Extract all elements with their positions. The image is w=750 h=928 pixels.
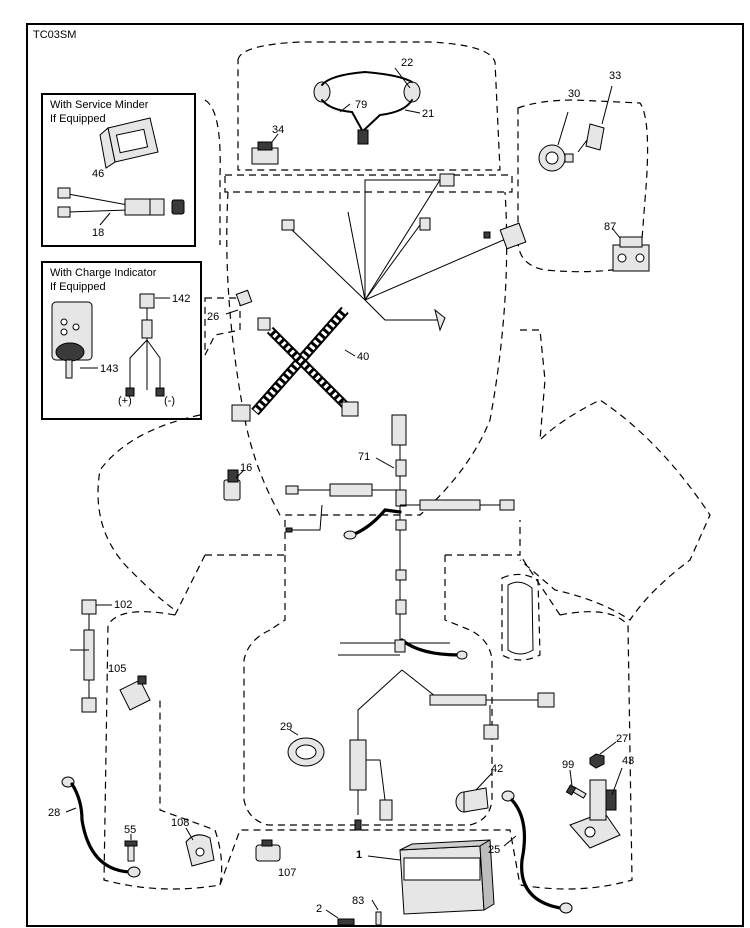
callout-43: 43	[622, 755, 634, 767]
callout-26: 26	[207, 311, 219, 323]
callout-30: 30	[568, 88, 580, 100]
main-harness-40	[231, 173, 527, 422]
nut-27-part	[589, 753, 605, 769]
callout-40: 40	[357, 351, 369, 363]
regulator-105-part	[119, 675, 151, 711]
callout-27: 27	[616, 733, 628, 745]
callout-28: 28	[48, 807, 60, 819]
inset-service-minder-line2: If Equipped	[50, 113, 106, 125]
callout-143: 143	[100, 363, 118, 375]
ignition-switch-part	[538, 144, 574, 172]
callout-46: 46	[92, 168, 104, 180]
callout-105: 105	[108, 663, 126, 675]
callout-142: 142	[172, 293, 190, 305]
switch-34-part	[251, 141, 279, 165]
fuse-107-part	[255, 839, 281, 862]
minder-harness-part	[57, 187, 185, 218]
harness-102-part	[70, 599, 97, 713]
solenoid-87-part	[612, 236, 650, 272]
callout-33: 33	[609, 70, 621, 82]
seat-switch-part	[223, 469, 241, 501]
callout-102: 102	[114, 599, 132, 611]
callout-71: 71	[358, 451, 370, 463]
tractor-outline	[97, 41, 711, 890]
callout-22: 22	[401, 57, 413, 69]
grommet-29-part	[287, 737, 325, 767]
diagram-code: TC03SM	[33, 29, 76, 41]
callout-18: 18	[92, 227, 104, 239]
ground-cable-28	[61, 776, 141, 878]
callout-1: 1	[356, 849, 362, 861]
callout-42: 42	[491, 763, 503, 775]
bolt-99-part	[565, 784, 587, 799]
callout-2: 2	[316, 903, 322, 915]
battery-part	[399, 839, 495, 915]
callout-29: 29	[280, 721, 292, 733]
clamp-108-part	[185, 834, 215, 867]
callout-21: 21	[422, 108, 434, 120]
polarity-positive: (+)	[118, 395, 132, 407]
rear-harness-71	[285, 414, 555, 831]
hour-meter-part	[99, 117, 159, 169]
starter-solenoid-43-part	[569, 779, 621, 849]
callout-83: 83	[352, 895, 364, 907]
battery-cable-25	[501, 790, 573, 914]
boot-42-part	[455, 787, 489, 813]
polarity-negative: (-)	[164, 395, 175, 407]
callout-107: 107	[278, 867, 296, 879]
inset-charge-indicator: With Charge Indicator If Equipped 143 14…	[41, 261, 202, 420]
callout-99: 99	[562, 759, 574, 771]
callout-108: 108	[171, 817, 189, 829]
hardware-83-part	[375, 911, 382, 926]
callout-55: 55	[124, 824, 136, 836]
bolt-55-part	[124, 840, 138, 862]
callout-87: 87	[604, 221, 616, 233]
callout-79: 79	[355, 99, 367, 111]
hardware-2-part	[337, 918, 355, 926]
charge-indicator-part	[51, 301, 93, 379]
inset-charge-line2: If Equipped	[50, 281, 106, 293]
callout-16: 16	[240, 462, 252, 474]
key-part	[577, 123, 605, 153]
callout-25: 25	[488, 844, 500, 856]
inset-service-minder: With Service Minder If Equipped 46 18	[41, 93, 196, 247]
inset-service-minder-line1: With Service Minder	[50, 99, 149, 111]
callout-34: 34	[272, 124, 284, 136]
inset-charge-line1: With Charge Indicator	[50, 267, 157, 279]
diagram-frame	[26, 23, 744, 927]
charge-harness-part	[125, 293, 165, 397]
